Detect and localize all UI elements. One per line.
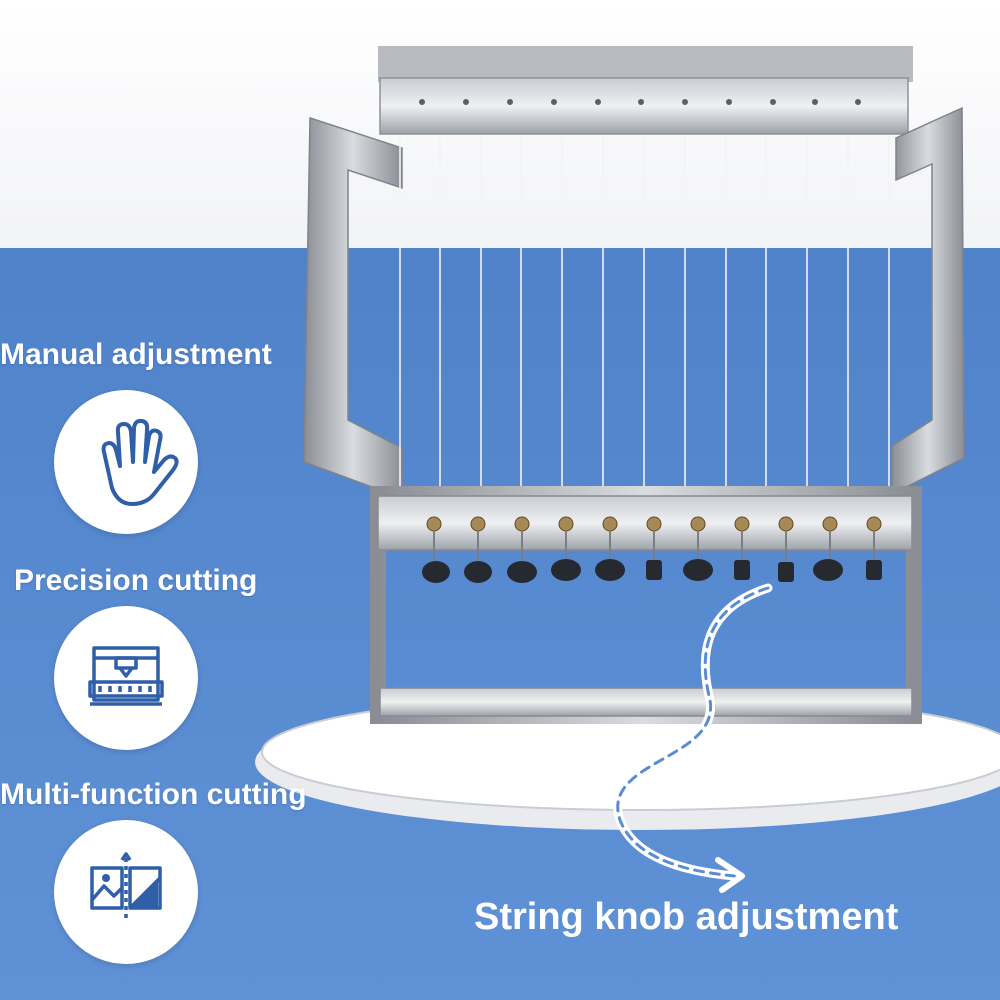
cutting-machine-icon [54, 606, 198, 750]
top-rail-back [378, 46, 913, 82]
feature-label-precision: Precision cutting [14, 564, 258, 597]
callout-arrow-head [715, 857, 745, 893]
right-arm [891, 106, 965, 496]
feature-label-multifunction: Multi-function cutting [0, 778, 307, 811]
callout-arrow-dashes [616, 586, 770, 878]
top-rail-holes [419, 99, 861, 105]
split-image-icon [54, 820, 198, 964]
tension-knobs [422, 516, 882, 583]
hand-icon [54, 390, 198, 534]
left-arm [303, 116, 403, 500]
top-rail [379, 77, 909, 135]
callout-label: String knob adjustment [474, 896, 899, 938]
feature-label-manual: Manual adjustment [0, 338, 272, 371]
cutting-wires [399, 136, 890, 500]
base-bar [379, 687, 913, 717]
